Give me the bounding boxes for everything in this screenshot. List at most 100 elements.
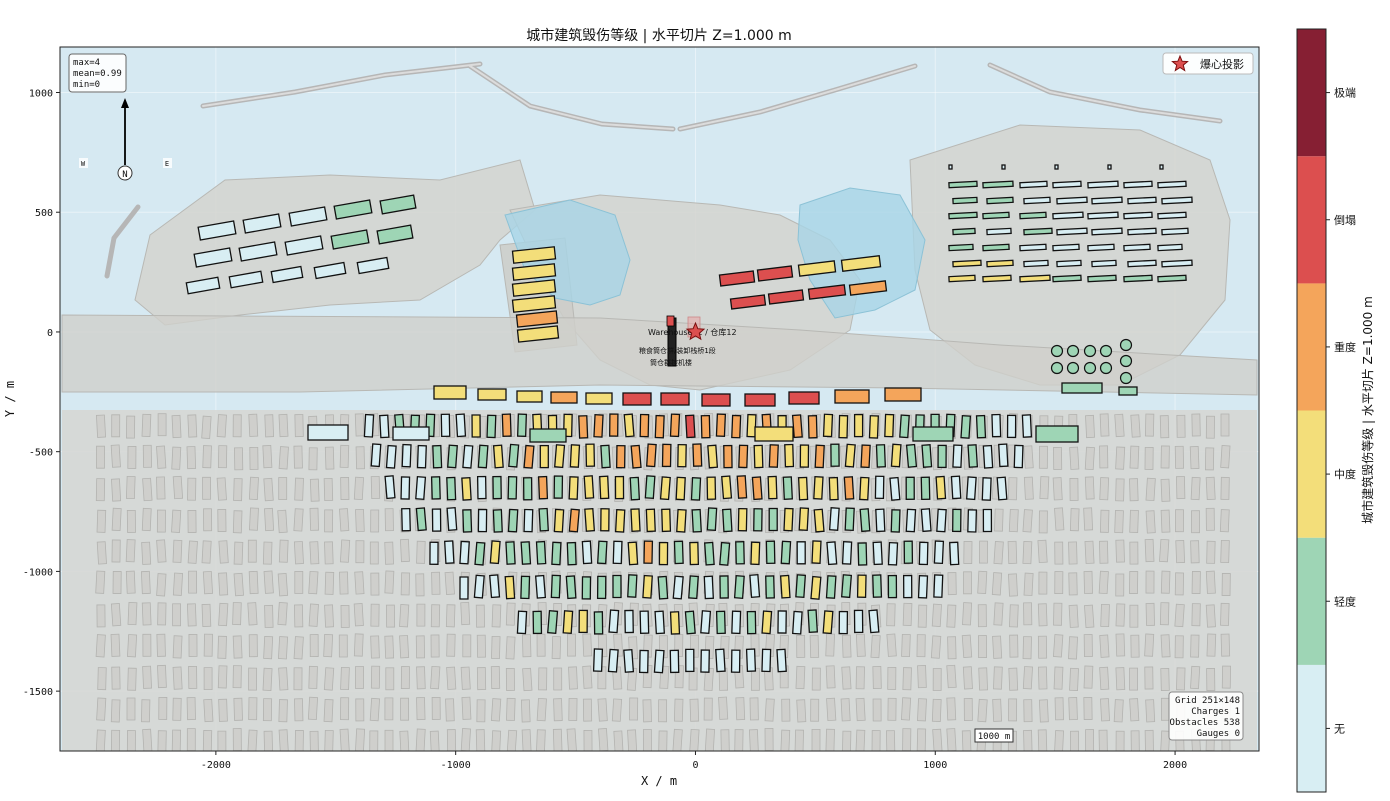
building [746,610,757,635]
bg-building [308,665,318,689]
building [1091,196,1123,205]
building [384,475,396,500]
bg-building [264,604,274,628]
building [982,274,1012,283]
building [1161,196,1193,205]
building [952,508,962,533]
bg-building [233,478,243,502]
bg-building [308,447,318,471]
bg-building [1054,730,1065,751]
bg-building [248,570,259,595]
bg-building [536,633,546,657]
bg-building [1144,446,1154,470]
building [288,206,328,227]
bg-building [1084,476,1095,500]
building [754,426,794,442]
bg-building [1206,540,1216,564]
bg-building [216,414,227,438]
bg-building [385,667,395,691]
bg-building [431,571,441,595]
bg-building [642,699,652,723]
bg-building [171,414,182,439]
building [520,541,532,565]
bg-building [323,634,334,658]
building [949,541,960,566]
bg-building [203,508,213,532]
building [416,444,427,469]
bg-building [1205,507,1215,531]
bg-building [1115,478,1125,502]
bg-building [1160,697,1170,721]
building [950,475,962,500]
building [511,295,557,313]
building [830,443,840,467]
bg-building [1174,445,1184,469]
colorbar-segment-4 [1297,156,1326,284]
bg-building [1144,666,1154,690]
bg-building [1023,699,1033,723]
building [660,392,690,406]
building [782,476,793,500]
bg-building [232,602,242,626]
bg-building [95,478,106,502]
bg-building [324,509,334,533]
bg-building [1068,697,1078,721]
bg-building [172,603,182,627]
x-tick-label-4: 2000 [1163,760,1187,771]
bg-building [323,667,335,691]
bg-building [1159,538,1170,563]
building [859,508,871,533]
building [446,476,457,501]
bg-building [125,570,136,594]
bg-building [186,697,196,721]
bg-building [157,664,167,689]
info-gauges: Gauges 0 [1197,729,1240,739]
bg-building [1023,572,1034,596]
building [554,444,566,469]
bg-building [1144,633,1155,657]
bg-building [157,602,167,626]
building [440,413,451,438]
bg-building [201,540,212,564]
bg-building [142,444,152,468]
bg-building [277,636,289,660]
building [967,509,978,533]
building [516,610,528,635]
bg-building [1083,665,1094,689]
building [1052,211,1084,220]
building [630,444,642,469]
bg-building [1053,602,1063,626]
bg-building [1068,541,1078,565]
tank [1099,361,1113,375]
bg-building [399,730,410,751]
building [593,414,604,438]
building [622,392,652,406]
bg-building [1129,541,1139,565]
bg-building [247,729,258,751]
bg-building [582,633,593,657]
building [1157,211,1187,220]
info-charges: Charges 1 [1191,707,1240,717]
legend: 爆心投影 [1162,52,1254,75]
bg-building [1220,413,1230,437]
bg-building [1008,667,1019,691]
bg-building [1069,508,1080,532]
bg-building [110,699,121,723]
building [400,476,411,500]
bg-building [141,699,151,723]
bg-building [1054,541,1064,565]
building [657,575,669,600]
bg-building [1068,572,1078,596]
building [242,213,282,234]
building [780,540,792,565]
colorbar-segment-2 [1297,410,1326,538]
bg-building [947,572,957,596]
annotation-silo: 粮食筒仓群/装卸栈桥1段 [639,346,716,355]
bg-building [294,414,304,438]
bg-building [127,602,138,626]
bg-building [521,634,532,658]
bg-building [247,602,258,626]
bg-building [673,698,684,722]
building [860,444,871,469]
bg-building [1099,634,1110,658]
